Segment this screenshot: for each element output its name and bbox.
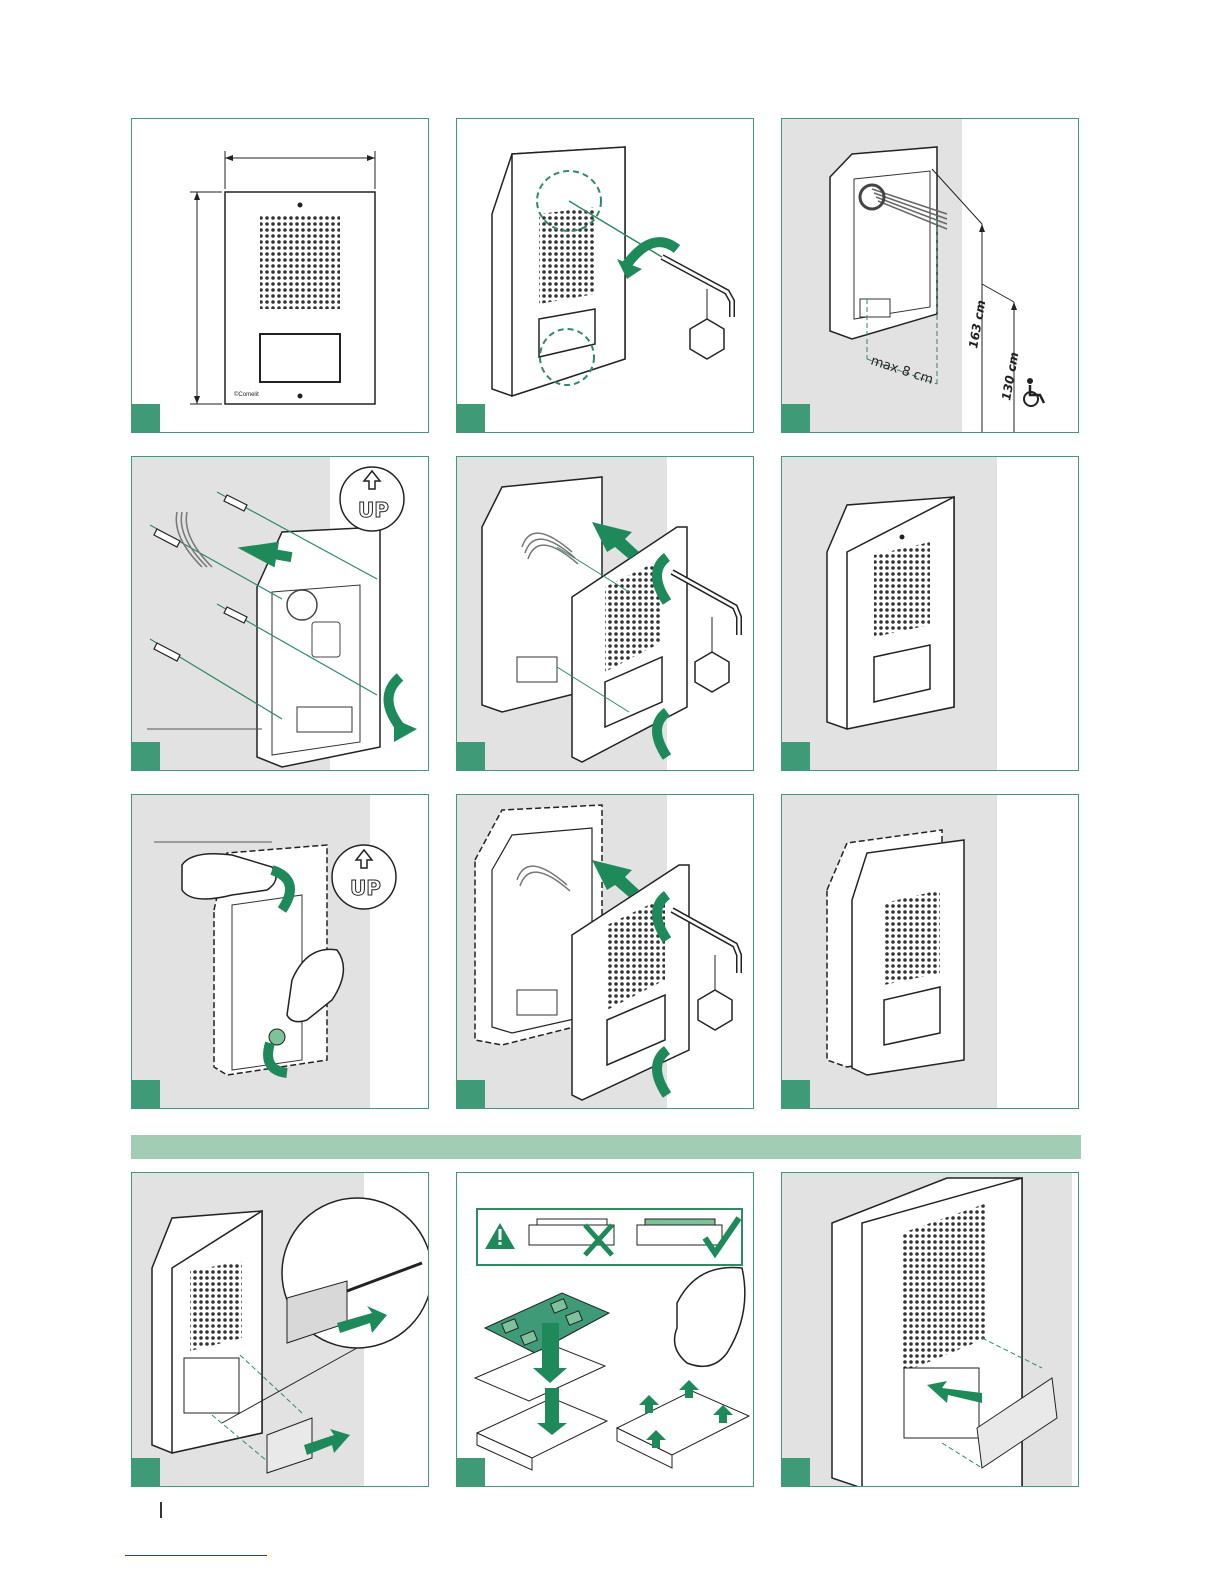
svg-text:©Comelit: ©Comelit [234,391,259,398]
step-marker [782,1080,810,1108]
step-marker [132,1458,160,1486]
step-marker [132,742,160,770]
footer-line [125,1555,267,1556]
panel-open-label [131,1172,429,1487]
panel-remove-screws [456,118,754,433]
panel-close-label [781,1172,1079,1487]
wheelchair-icon [1024,378,1044,406]
height-130-label: 130 cm [999,351,1021,402]
step-marker [782,1458,810,1486]
insert-label-drawing [457,1173,754,1487]
mounting-height-drawing: max 8 cm 163 cm 130 cm [782,119,1079,433]
remove-screws-drawing [457,119,754,433]
section-band [131,1135,1081,1159]
hex-key-icon [695,652,729,692]
open-label-drawing [132,1173,429,1487]
panel-insert-label [456,1172,754,1487]
assembled-flush-drawing [782,795,1079,1109]
panel-attach-front-flush [456,794,754,1109]
step-marker [457,404,485,432]
fix-box-drawing: UP [132,457,429,771]
step-marker [132,1080,160,1108]
panel-attach-front [456,456,754,771]
height-163-label: 163 cm [966,299,988,350]
step-marker [457,742,485,770]
step-marker [782,404,810,432]
attach-front-flush-drawing [457,795,754,1109]
attach-front-drawing [457,457,754,771]
up-label: UP [350,876,381,900]
break-tabs-drawing: UP [132,795,429,1109]
panel-fix-box: UP [131,456,429,771]
page-tick [160,1502,162,1518]
close-label-drawing [782,1173,1079,1487]
panel-assembled-flush [781,794,1079,1109]
step-marker [457,1080,485,1108]
panel-assembled [781,456,1079,771]
panel-break-tabs: UP [131,794,429,1109]
panel-dimensions: ©Comelit [131,118,429,433]
step-marker [782,742,810,770]
up-label: UP [358,498,389,522]
step-marker [457,1458,485,1486]
panel-mounting-height: max 8 cm 163 cm 130 cm [781,118,1079,433]
dimensions-drawing: ©Comelit [132,119,429,433]
assembled-drawing [782,457,1079,771]
step-marker [132,404,160,432]
